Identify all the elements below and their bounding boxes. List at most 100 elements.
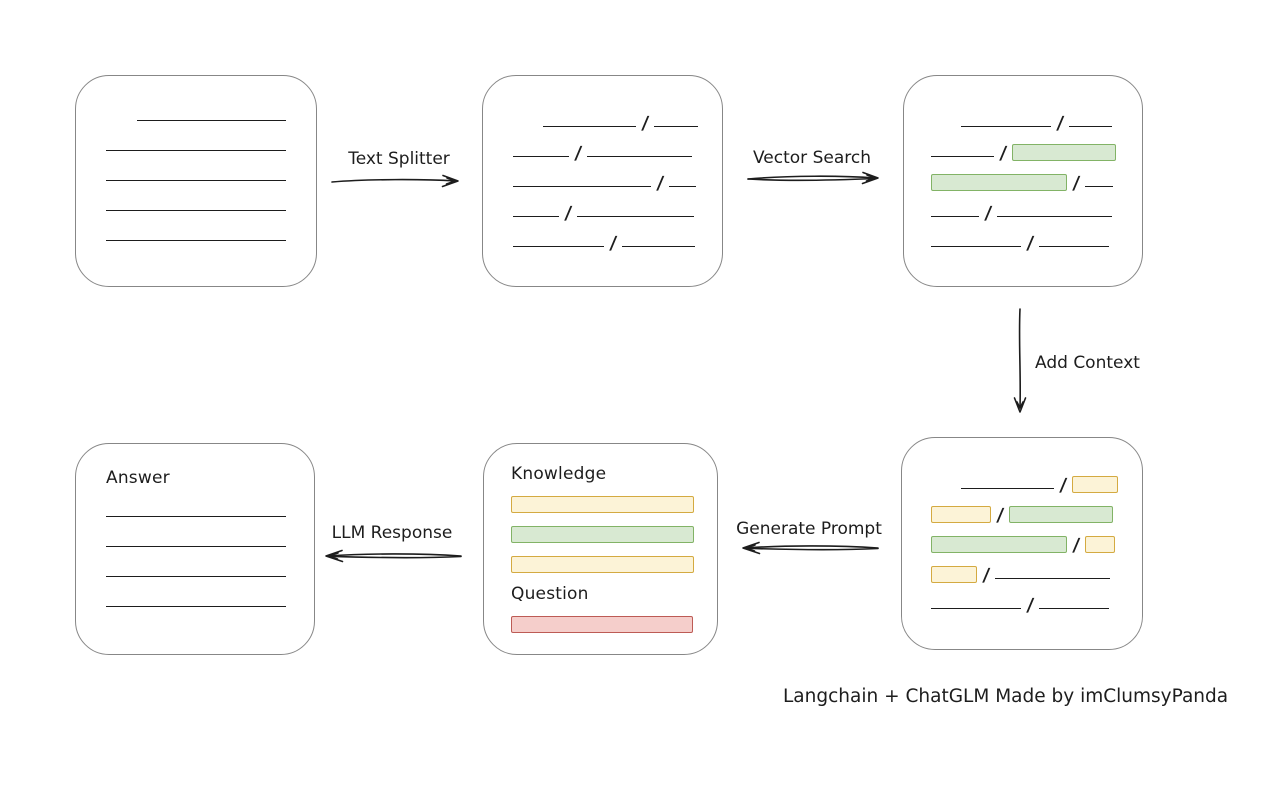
highlight-chip-yellow (1084, 536, 1115, 553)
box-row (511, 604, 711, 634)
text-line (653, 126, 698, 127)
text-line (106, 240, 286, 241)
left-arrow-icon (325, 549, 462, 563)
box-row: / (513, 98, 716, 134)
box-row: / (931, 98, 1138, 134)
right-arrow-icon (747, 171, 879, 185)
text-line (931, 156, 994, 157)
box-row (106, 212, 308, 242)
text-line (106, 576, 286, 577)
highlight-chip-yellow (931, 566, 977, 583)
box-row: / (513, 128, 716, 164)
text-line (996, 216, 1112, 217)
box-row (106, 518, 306, 548)
text-line (931, 216, 979, 217)
box-row (511, 484, 711, 514)
text-line (106, 150, 286, 151)
highlight-chip-green (931, 536, 1067, 553)
box-row: / (513, 158, 716, 194)
text-line (1038, 608, 1109, 609)
box-row (106, 182, 308, 212)
text-line (106, 606, 286, 607)
prompt-bar-yellow (511, 496, 694, 513)
text-line (668, 186, 696, 187)
vector-search-label: Vector Search (753, 148, 871, 168)
text-line (106, 180, 286, 181)
box-row (106, 92, 308, 122)
prompt-bar-yellow (511, 556, 694, 573)
down-arrow-icon (1013, 308, 1027, 413)
box-row: / (931, 460, 1138, 496)
slash-separator: / (1055, 113, 1065, 134)
prompt-bar-red (511, 616, 693, 633)
text-line (106, 210, 286, 211)
box-row: / (513, 188, 716, 224)
text-line (513, 216, 559, 217)
text-line (931, 246, 1021, 247)
box-row (511, 544, 711, 574)
split-chunks-box: / / / / / (482, 75, 723, 287)
text-line (513, 156, 569, 157)
llm-response-label: LLM Response (331, 523, 453, 543)
highlight-chip-yellow (1071, 476, 1118, 493)
answer-box: Answer (75, 443, 315, 655)
highlight-chip-green (931, 174, 1067, 191)
source-document-box (75, 75, 317, 287)
text-line (106, 516, 286, 517)
box-row: Answer (106, 458, 306, 488)
text-line (1038, 246, 1109, 247)
box-row: / (931, 128, 1138, 164)
box-row: / (931, 158, 1138, 194)
text-line (543, 126, 636, 127)
box-row: Knowledge (511, 454, 711, 484)
generate-prompt-label: Generate Prompt (736, 519, 882, 539)
right-arrow-icon (331, 174, 459, 188)
box-row: / (931, 580, 1138, 616)
text-line (576, 216, 694, 217)
slash-separator: / (995, 505, 1005, 526)
box-row: Question (511, 574, 711, 604)
box-heading: Knowledge (511, 464, 607, 484)
text-line (513, 246, 604, 247)
box-heading: Answer (106, 468, 170, 488)
highlight-chip-green (1008, 506, 1113, 523)
text-line (137, 120, 286, 121)
highlight-chip-green (1011, 144, 1116, 161)
box-row: / (931, 218, 1138, 254)
text-line (1084, 186, 1113, 187)
box-row (106, 548, 306, 578)
text-line (106, 546, 286, 547)
box-row: / (931, 550, 1138, 586)
prompt-bar-green (511, 526, 694, 543)
vector-search-results-box: / / / / / (903, 75, 1143, 287)
box-row: / (931, 520, 1138, 556)
box-row (106, 488, 306, 518)
box-row (106, 152, 308, 182)
text-line (513, 186, 651, 187)
text-line (961, 488, 1054, 489)
slash-separator: / (563, 203, 573, 224)
slash-separator: / (998, 143, 1008, 164)
box-row (106, 578, 306, 608)
slash-separator: / (1071, 173, 1081, 194)
context-chunks-box: ///// (901, 437, 1143, 650)
text-line (961, 126, 1051, 127)
box-row: / (513, 218, 716, 254)
slash-separator: / (573, 143, 583, 164)
slash-separator: / (981, 565, 991, 586)
left-arrow-icon (742, 541, 879, 555)
highlight-chip-yellow (931, 506, 991, 523)
box-row (106, 122, 308, 152)
box-row (511, 514, 711, 544)
slash-separator: / (1025, 233, 1035, 254)
slash-separator: / (608, 233, 618, 254)
slash-separator: / (1025, 595, 1035, 616)
slash-separator: / (983, 203, 993, 224)
slash-separator: / (1058, 475, 1068, 496)
text-line (1068, 126, 1112, 127)
box-row: / (931, 188, 1138, 224)
slash-separator: / (655, 173, 665, 194)
text-line (621, 246, 695, 247)
